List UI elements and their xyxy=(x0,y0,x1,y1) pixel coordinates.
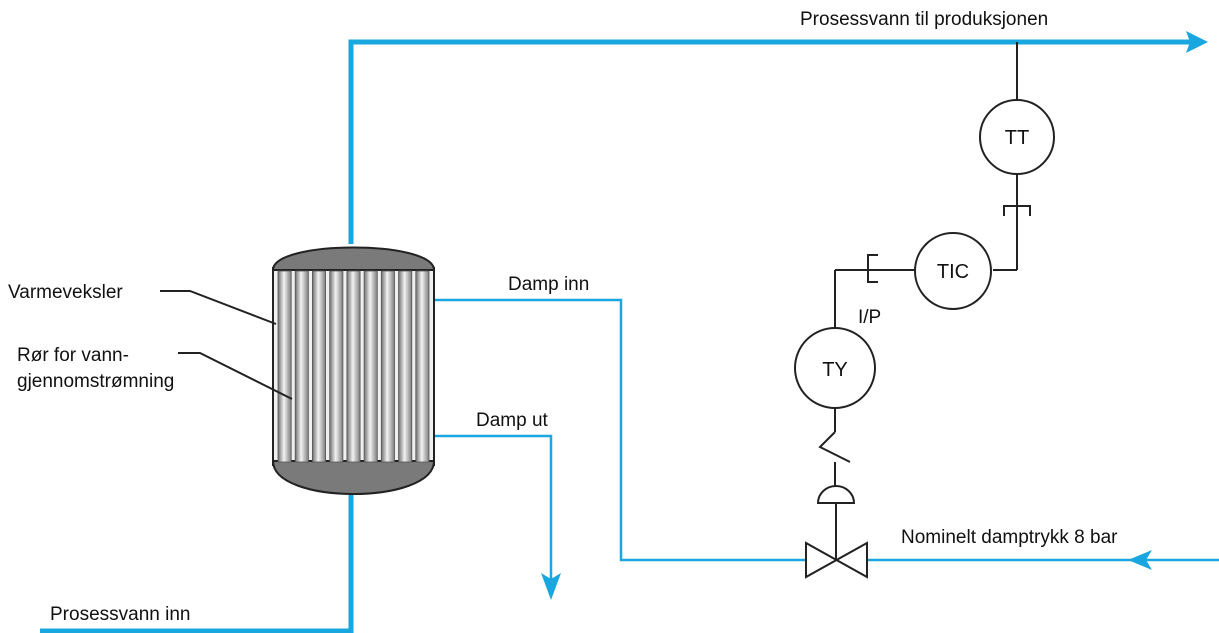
heat-exchanger-bottom-head xyxy=(271,460,436,495)
svg-text:TT: TT xyxy=(1005,127,1029,149)
tube xyxy=(380,270,395,463)
tubes-leader xyxy=(178,352,293,400)
tube xyxy=(294,270,309,463)
control-valve xyxy=(805,485,868,579)
heat-exchanger-tubes xyxy=(277,270,430,463)
heat-exchanger-leader xyxy=(160,290,277,325)
ip-label: I/P xyxy=(858,307,881,328)
tube xyxy=(363,270,378,463)
valve-actuator xyxy=(816,485,856,504)
ty-instrument: TY xyxy=(794,327,876,409)
steam-in-line xyxy=(434,298,1219,570)
signal-break-symbol xyxy=(818,431,851,463)
signal-lines xyxy=(818,42,1031,490)
heat-exchanger-top-head xyxy=(271,246,436,271)
tubes-label-line2: gjennomstrømning xyxy=(17,371,174,392)
tt-instrument: TT xyxy=(979,99,1055,175)
tube xyxy=(415,270,430,463)
svg-text:TIC: TIC xyxy=(937,261,969,283)
water-out-arrow xyxy=(1186,31,1208,53)
steam-out-arrow xyxy=(541,573,561,600)
heat-exchanger xyxy=(271,246,436,495)
steam-out-label: Damp ut xyxy=(476,410,549,431)
water-out-label: Prosessvann til produksjonen xyxy=(800,9,1048,30)
svg-text:TY: TY xyxy=(822,359,848,381)
water-in-label: Prosessvann inn xyxy=(50,604,190,625)
steam-out-line xyxy=(434,434,561,600)
nominal-pressure-label: Nominelt damptrykk 8 bar xyxy=(901,527,1118,548)
tube xyxy=(277,270,292,463)
tube xyxy=(329,270,344,463)
heat-exchanger-label: Varmeveksler xyxy=(8,282,123,303)
steam-in-label: Damp inn xyxy=(508,274,589,295)
tic-instrument: TIC xyxy=(914,232,992,310)
tubes-label-line1: Rør for vann- xyxy=(17,345,129,366)
process-water-line xyxy=(40,31,1208,633)
tube xyxy=(311,270,326,463)
tube xyxy=(346,270,361,463)
steam-supply-arrow xyxy=(1128,550,1152,570)
valve-body xyxy=(805,541,868,579)
tube xyxy=(398,270,413,463)
